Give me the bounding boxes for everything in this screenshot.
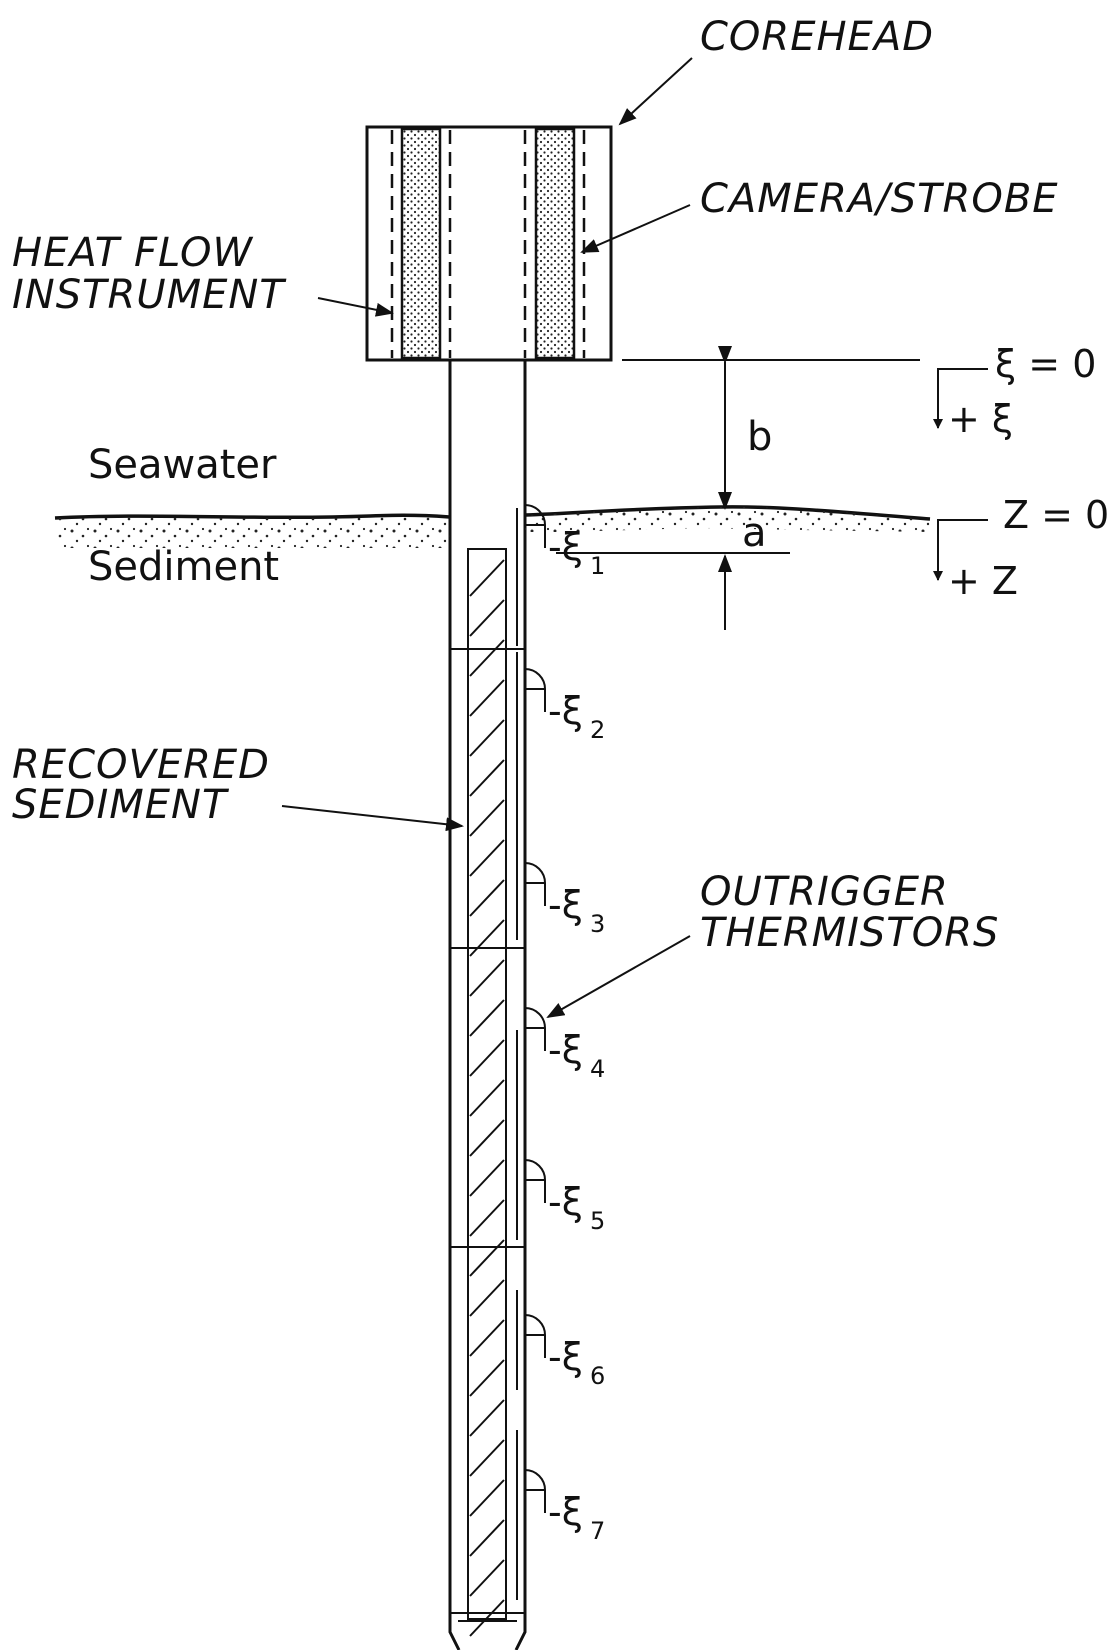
- hatch-line: [469, 1519, 505, 1557]
- corehead-leader: [618, 57, 693, 126]
- thermistor-label: -ξ: [548, 525, 583, 569]
- camera-leader: [580, 204, 691, 253]
- heat-flow-leader: [317, 297, 394, 317]
- thermistor-sensor-icon: [524, 1159, 547, 1181]
- hatch-line: [469, 1239, 505, 1277]
- recovered-leader: [281, 805, 464, 832]
- dimension-a-label: a: [742, 510, 767, 556]
- thermistor-label: -ξ: [548, 883, 583, 927]
- z-axis-marker: [933, 519, 988, 581]
- thermistor-label: -ξ: [548, 1490, 583, 1534]
- recovered-sediment-hatch: [467, 548, 507, 1637]
- reference-lines: [556, 359, 920, 554]
- thermistor-sensor-icon: [524, 1314, 547, 1336]
- corehead-label: COREHEAD: [700, 14, 934, 60]
- xi-axis-marker: [933, 368, 988, 429]
- hatch-line: [469, 1039, 505, 1077]
- xi-zero-label: ξ = 0: [995, 342, 1096, 386]
- dimension-b-label: b: [747, 414, 772, 460]
- hatch-line: [469, 1119, 505, 1157]
- plus-z-label: + Z: [948, 559, 1018, 603]
- hatch-line: [469, 1079, 505, 1117]
- sediment-surface: [54, 505, 931, 548]
- hatch-line: [469, 1159, 505, 1197]
- hatch-line: [469, 1319, 505, 1357]
- hatch-line: [469, 1199, 505, 1237]
- sediment-label: Sediment: [88, 544, 279, 590]
- hatch-line: [469, 599, 505, 637]
- z-zero-label: Z = 0: [1003, 493, 1109, 537]
- leader-arrows: [281, 57, 693, 1018]
- thermistor-sensor-icon: [524, 668, 547, 690]
- hatch-line: [469, 1279, 505, 1317]
- thermistor-index: 7: [590, 1517, 605, 1545]
- thermistor-index: 6: [590, 1362, 605, 1390]
- corehead-body: [365, 125, 613, 362]
- plus-xi-label: + ξ: [948, 397, 1013, 441]
- hatch-line: [469, 999, 505, 1037]
- thermistor-index: 4: [590, 1055, 605, 1083]
- thermistor-sensor-icon: [524, 862, 547, 884]
- thermistor-label: -ξ: [548, 689, 583, 733]
- hatch-line: [469, 839, 505, 877]
- seawater-label: Seawater: [88, 442, 277, 488]
- hatch-line: [469, 719, 505, 757]
- hatch-line: [469, 1399, 505, 1437]
- thermistor-index: 5: [590, 1207, 605, 1235]
- hatch-line: [469, 759, 505, 797]
- heat-flow-label-line2: INSTRUMENT: [12, 272, 287, 318]
- thermistor-sensor-icon: [524, 1007, 547, 1029]
- heat-flow-label-line1: HEAT FLOW: [12, 230, 254, 276]
- thermistor-sensor-icon: [524, 504, 547, 526]
- recovered-label-line1: RECOVERED: [12, 742, 270, 788]
- hatch-line: [469, 559, 505, 597]
- thermistor-label: -ξ: [548, 1335, 583, 1379]
- thermistor-sensor-icon: [524, 1469, 547, 1491]
- hatch-line: [469, 1359, 505, 1397]
- camera-strobe-label: CAMERA/STROBE: [700, 176, 1059, 222]
- thermistor-index: 1: [590, 552, 605, 580]
- thermistor-label: -ξ: [548, 1028, 583, 1072]
- core-barrel: [448, 360, 527, 1650]
- hatch-line: [469, 879, 505, 917]
- recovered-label-line2: SEDIMENT: [12, 782, 230, 828]
- outrigger-leader: [546, 935, 691, 1018]
- outrigger-label-line1: OUTRIGGER: [700, 869, 949, 915]
- outrigger-label-line2: THERMISTORS: [700, 910, 999, 956]
- hatch-line: [469, 959, 505, 997]
- thermistor-index: 2: [590, 716, 605, 744]
- thermistor-index: 3: [590, 910, 605, 938]
- hatch-line: [469, 919, 505, 957]
- hatch-line: [469, 1439, 505, 1477]
- hatch-line: [469, 639, 505, 677]
- hatch-line: [469, 799, 505, 837]
- hatch-line: [469, 679, 505, 717]
- hatch-line: [469, 1479, 505, 1517]
- hatch-line: [469, 1559, 505, 1597]
- hatch-line: [469, 1599, 505, 1637]
- thermistor-label: -ξ: [548, 1180, 583, 1224]
